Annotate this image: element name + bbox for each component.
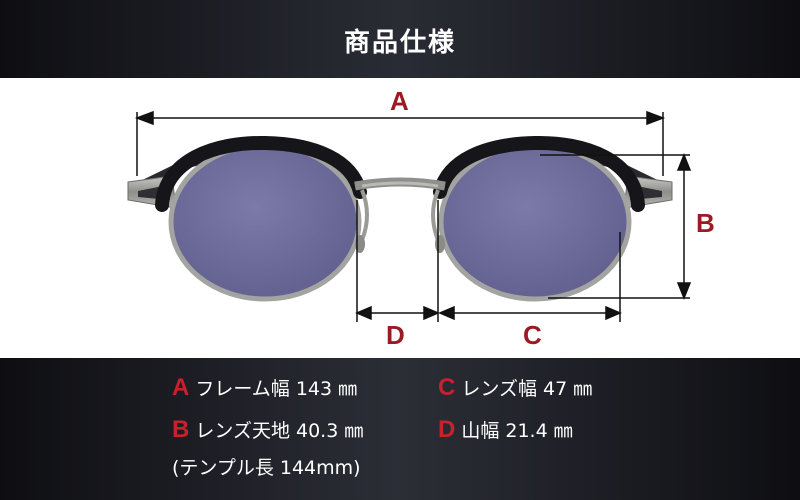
spec-temple-length: (テンプル長 144mm): [172, 456, 361, 480]
dimension-label-c: C: [523, 320, 542, 350]
spec-text-lens-width: レンズ幅 47 ㎜: [461, 378, 593, 400]
glasses-diagram: A B D C: [0, 78, 800, 358]
spec-letter-a: A: [172, 374, 190, 401]
right-lens: [441, 145, 629, 299]
left-nose-arm: [360, 189, 369, 241]
spec-letter-b: B: [172, 416, 190, 443]
dimension-d: [355, 200, 440, 322]
page-title: 商品仕様: [343, 28, 456, 58]
dimension-label-a: A: [390, 86, 409, 116]
spec-text-lens-height: レンズ天地 40.3 ㎜: [195, 420, 364, 442]
dimension-label-b: B: [696, 208, 715, 238]
dimension-b: [540, 152, 692, 301]
bridge-bar-detail: [361, 181, 439, 188]
left-lens: [171, 145, 359, 299]
right-nose-pad: [435, 235, 445, 253]
header-banner: 商品仕様: [0, 0, 800, 78]
spec-letter-d: D: [438, 416, 456, 443]
right-brow: [433, 135, 645, 212]
spec-letter-c: C: [438, 374, 456, 401]
right-nose-arm: [431, 189, 440, 241]
left-brow: [155, 135, 367, 212]
dimension-c: [438, 232, 622, 322]
dimension-a: [134, 110, 666, 176]
spec-text-frame-width: フレーム幅 143 ㎜: [195, 378, 358, 400]
spec-text-bridge-width: 山幅 21.4 ㎜: [461, 420, 573, 442]
dimension-label-d: D: [386, 320, 405, 350]
spec-text-temple-length: (テンプル長 144mm): [172, 457, 361, 479]
glasses-illustration: [127, 110, 692, 322]
